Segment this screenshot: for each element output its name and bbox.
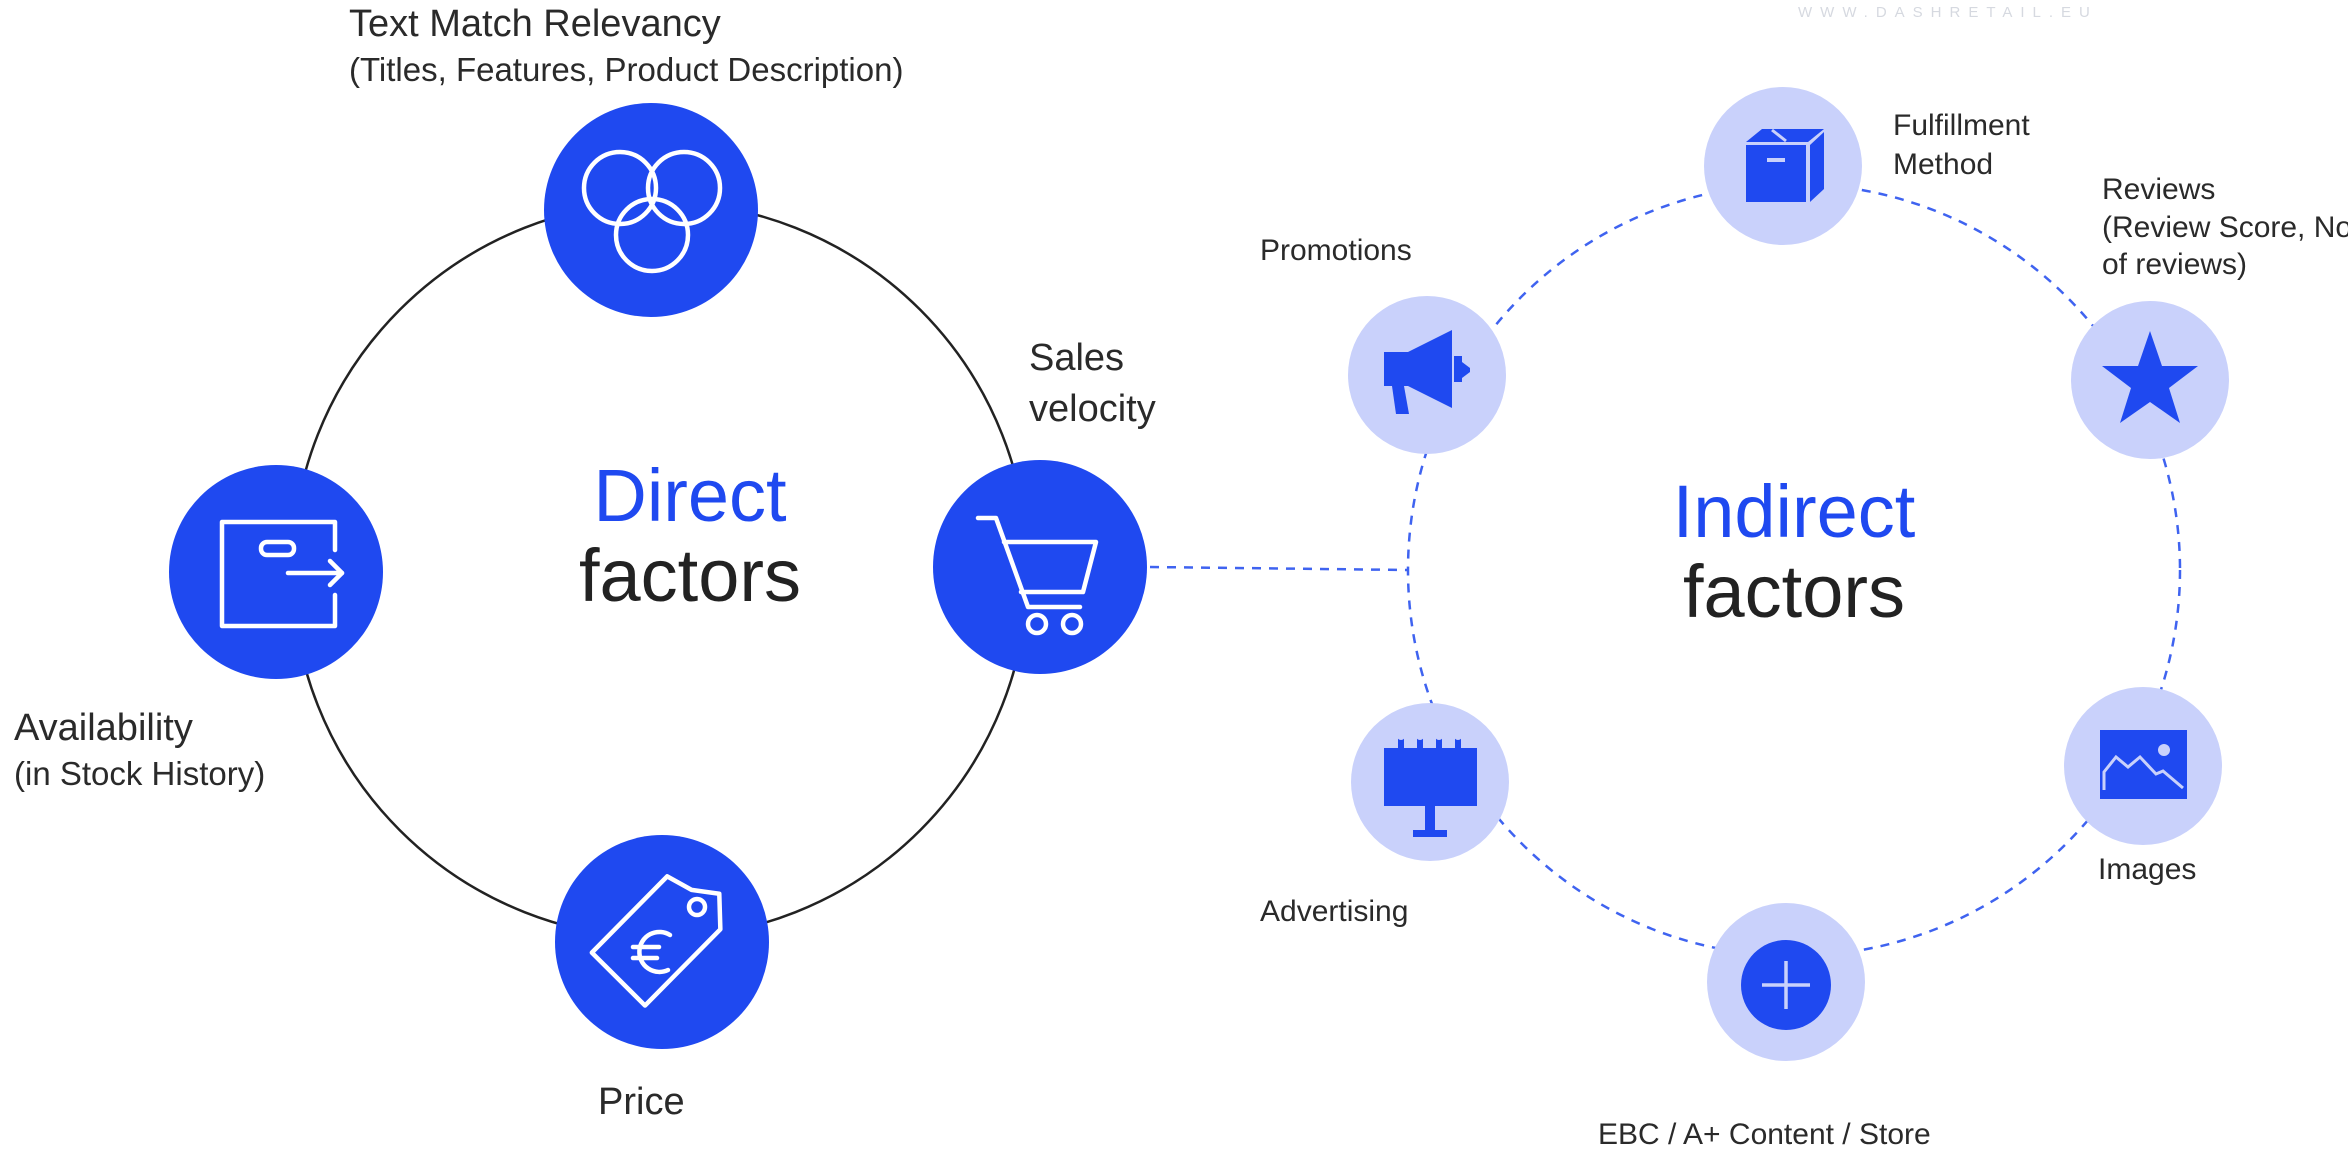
node-images — [2064, 687, 2222, 845]
watermark: WWW.DASHRETAIL.EU — [1798, 4, 2098, 21]
node-advertising — [1351, 703, 1509, 861]
label-advertising: Advertising — [1260, 895, 1409, 928]
megaphone-icon — [1384, 330, 1470, 414]
node-reviews — [2071, 301, 2229, 459]
indirect-title: Indirect factors — [1584, 472, 2004, 632]
direct-title-main: factors — [578, 533, 802, 617]
direct-title-accent: Direct — [593, 454, 787, 537]
label-fulfillment: Fulfillment Method — [1893, 109, 2030, 181]
indirect-title-accent: Indirect — [1672, 470, 1916, 553]
label-ebc: EBC / A+ Content / Store — [1598, 1118, 1931, 1151]
node-sales-velocity — [933, 460, 1147, 674]
node-promotions — [1348, 296, 1506, 454]
indirect-title-main: factors — [1682, 549, 1906, 633]
stock-box-icon — [219, 519, 345, 629]
direct-title: Direct factors — [480, 456, 900, 616]
label-images: Images — [2098, 853, 2197, 886]
node-availability — [169, 465, 383, 679]
label-price: Price — [598, 1081, 685, 1123]
label-availability: Availability (in Stock History) — [14, 707, 266, 793]
label-text-match: Text Match Relevancy (Titles, Features, … — [349, 3, 904, 89]
price-tag-euro-icon — [589, 874, 723, 1008]
node-text-match — [544, 103, 758, 317]
label-sales-velocity: Sales velocity — [1029, 337, 1156, 431]
plus-icon — [1741, 940, 1831, 1030]
venn-icon — [581, 149, 723, 274]
image-icon — [2100, 730, 2187, 799]
cart-icon — [975, 515, 1099, 636]
label-promotions: Promotions — [1260, 234, 1412, 267]
label-reviews: Reviews (Review Score, No. of reviews) — [2102, 173, 2348, 281]
billboard-icon — [1384, 732, 1477, 837]
connector-line — [1149, 565, 1409, 572]
node-price — [555, 835, 769, 1049]
star-icon — [2102, 331, 2198, 423]
box-icon — [1746, 128, 1824, 202]
node-ebc — [1707, 903, 1865, 1061]
node-fulfillment — [1704, 87, 1862, 245]
